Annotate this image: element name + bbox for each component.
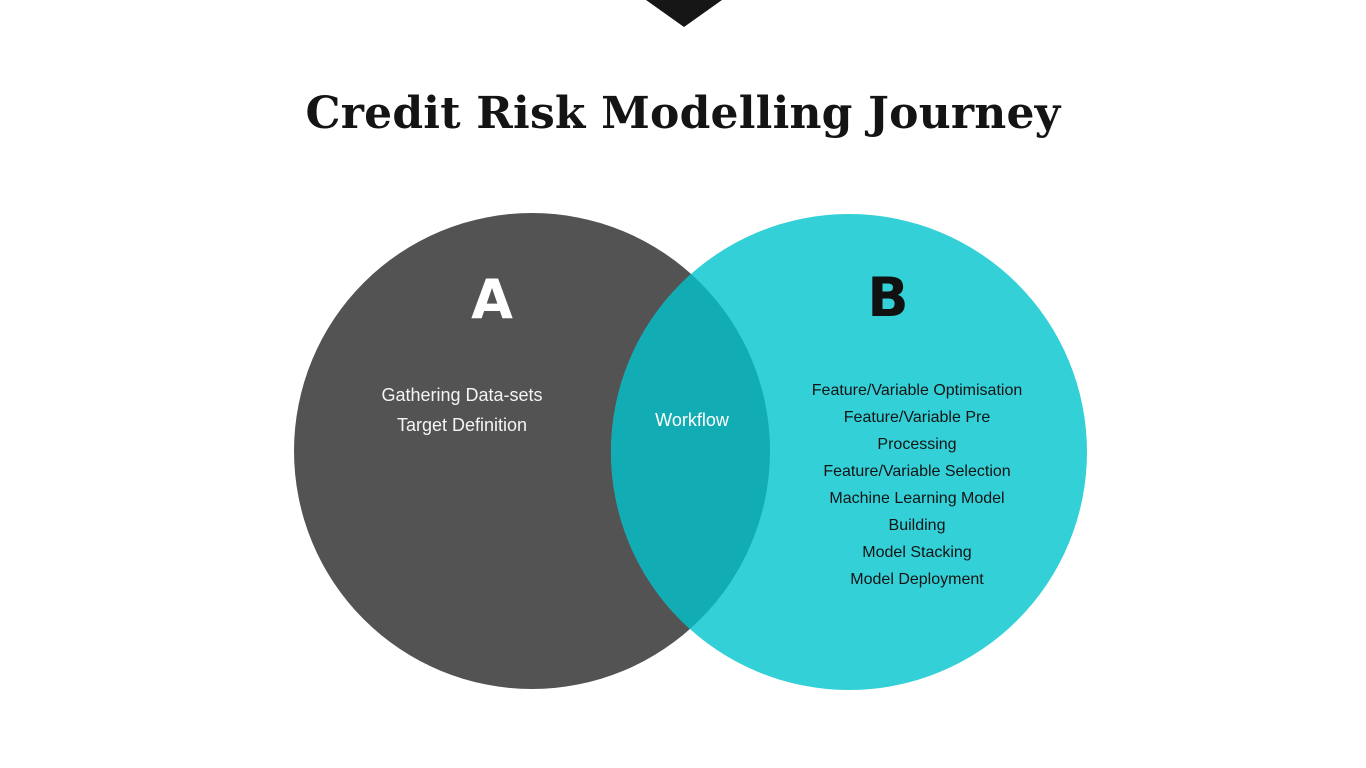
circle-b-list: Feature/Variable Optimisation Feature/Va…: [792, 377, 1042, 593]
list-item: Model Deployment: [850, 571, 984, 588]
triangle-shape: [646, 0, 722, 27]
circle-a-letter: A: [471, 268, 513, 331]
list-item: Machine Learning Model: [829, 490, 1005, 507]
list-item: Building: [888, 517, 946, 534]
circle-a-list: Gathering Data-sets Target Definition: [342, 380, 582, 440]
list-item: Target Definition: [396, 415, 528, 435]
page-title: Credit Risk Modelling Journey: [305, 88, 1061, 139]
list-item: Processing: [877, 436, 957, 453]
list-item: Feature/Variable Pre: [843, 409, 991, 426]
list-item: Gathering Data-sets: [381, 385, 543, 405]
top-triangle-marker: [646, 0, 722, 27]
list-item: Feature/Variable Selection: [823, 463, 1011, 480]
overlap-label: Workflow: [655, 410, 729, 430]
list-item: Model Stacking: [862, 544, 972, 561]
list-item: Feature/Variable Optimisation: [811, 382, 1023, 399]
circle-overlap: [611, 214, 770, 689]
circle-b-letter: B: [867, 266, 909, 329]
